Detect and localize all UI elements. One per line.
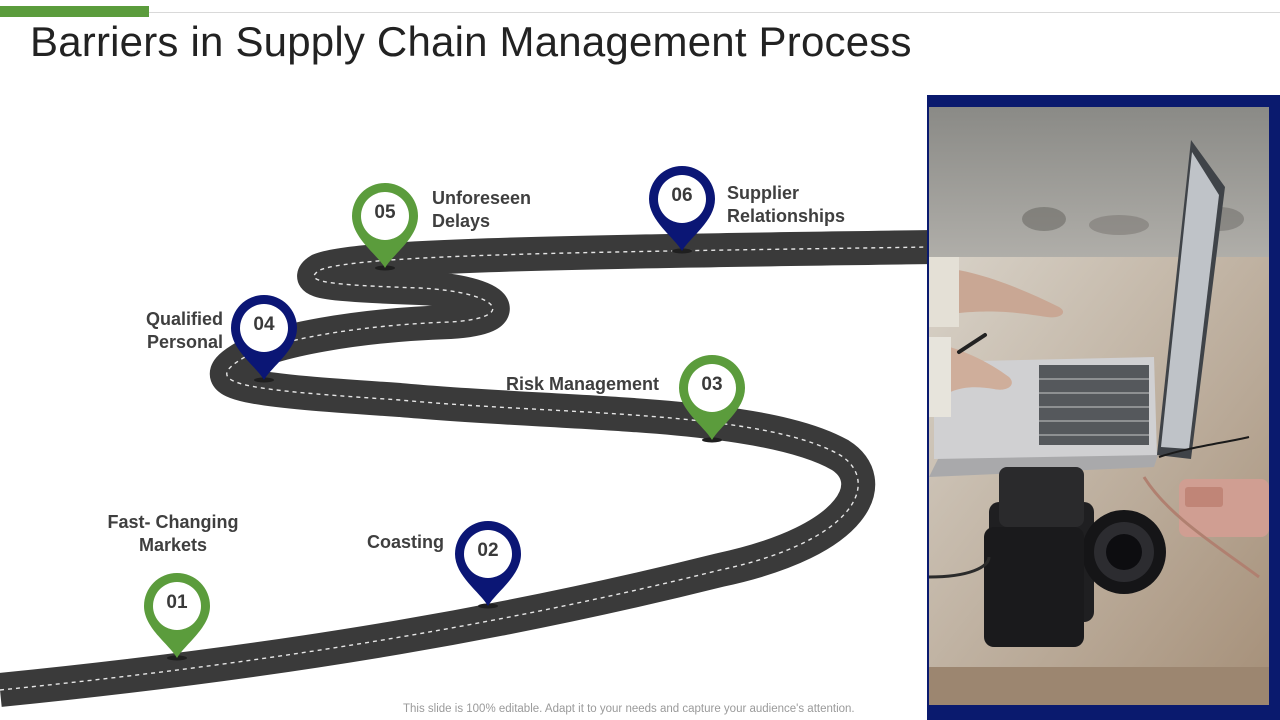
milestone-number: 01: [166, 592, 188, 613]
milestone-pin-04: 04: [230, 294, 298, 384]
road-centerline: [0, 246, 930, 691]
milestone-pin-02: 02: [454, 520, 522, 610]
map-pin-icon: [649, 166, 715, 254]
winding-road: [0, 230, 930, 707]
milestone-pin-01: 01: [143, 572, 211, 662]
map-pin-icon: [455, 521, 521, 609]
map-pin-icon: [144, 573, 210, 661]
map-pin-icon: [231, 295, 297, 383]
milestone-number: 04: [253, 314, 275, 335]
footer-note: This slide is 100% editable. Adapt it to…: [403, 703, 855, 715]
milestone-pin-06: 06: [648, 165, 716, 255]
milestone-number: 02: [477, 540, 499, 561]
milestone-number: 06: [671, 185, 693, 206]
milestone-label-04: Qualified Personal: [145, 309, 223, 352]
milestone-pin-03: 03: [678, 354, 746, 444]
laptop-camera-photo: [929, 107, 1269, 705]
milestone-label-05: Unforeseen Delays: [432, 188, 532, 231]
milestone-label-01: Fast- Changing Markets: [107, 512, 239, 555]
milestone-number: 03: [701, 374, 723, 395]
map-pin-icon: [679, 355, 745, 443]
map-pin-icon: [352, 183, 418, 271]
milestone-label-02: Coasting: [367, 532, 445, 552]
title-accent-bar: [0, 6, 149, 17]
milestone-label-06: Supplier Relationships: [727, 183, 846, 226]
top-divider: [149, 12, 1280, 13]
milestone-number: 05: [374, 202, 396, 223]
milestone-pin-05: 05: [351, 182, 419, 272]
slide-title: Barriers in Supply Chain Management Proc…: [30, 18, 912, 65]
photo-panel: [927, 95, 1280, 720]
milestone-label-03: Risk Management: [506, 374, 660, 394]
